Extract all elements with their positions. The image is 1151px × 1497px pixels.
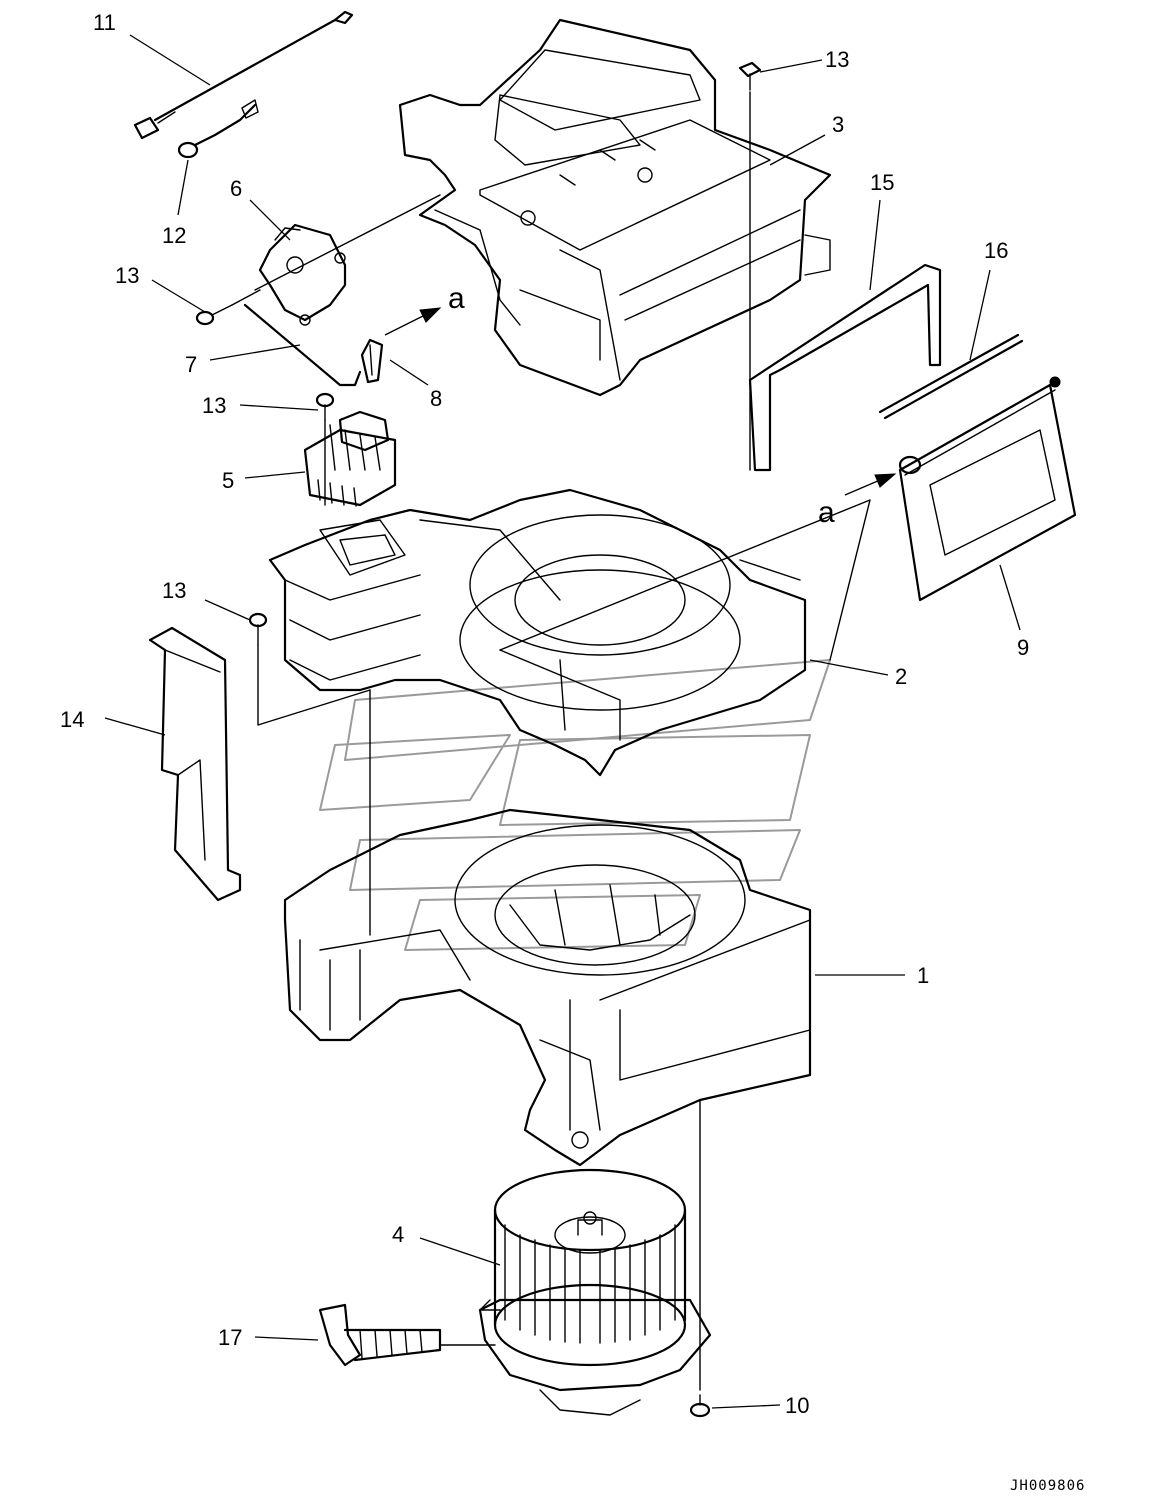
part-15-seal (748, 263, 942, 472)
callout-13: 13 (115, 263, 139, 288)
callout-8: 8 (430, 386, 442, 411)
part-16-rod (878, 333, 1024, 420)
callout-13: 13 (825, 47, 849, 72)
part-9-filter (898, 376, 1077, 602)
screw-icon (248, 612, 268, 646)
callout-1: 1 (917, 963, 929, 988)
part-1-lower-case (283, 808, 812, 1167)
callout-9: 9 (1017, 635, 1029, 660)
watermark-logo (319, 659, 831, 951)
leader-lines (104, 34, 1021, 1409)
callout-3: 3 (832, 112, 844, 137)
reference-arrow-lower (844, 473, 897, 496)
screw-icon (195, 304, 233, 326)
part-11-sensor-wire (133, 10, 354, 140)
callout-13: 13 (202, 393, 226, 418)
reference-letter-a-lower: a (818, 496, 835, 529)
assembly-lines (231, 91, 871, 1391)
part-4-blower-motor (478, 1168, 712, 1416)
callout-6: 6 (230, 176, 242, 201)
callout-4: 4 (392, 1222, 404, 1247)
callout-7: 7 (185, 352, 197, 377)
callout-5: 5 (222, 468, 234, 493)
part-8-clip (360, 338, 384, 384)
part-7-rod (243, 303, 362, 387)
callout-labels: 11 12 6 13 7 8 13 5 13 14 13 3 15 16 9 2… (60, 10, 1029, 1418)
part-14-seal (148, 626, 242, 902)
reference-arrow-upper (384, 307, 442, 336)
callout-17: 17 (218, 1325, 242, 1350)
callout-13: 13 (162, 578, 186, 603)
callout-2: 2 (895, 664, 907, 689)
part-6-actuator (258, 223, 347, 326)
reference-letter-a-upper: a (448, 282, 465, 315)
part-3-upper-case (398, 18, 832, 397)
drawing-code: JH009806 (1010, 1478, 1085, 1494)
part-12-sensor (177, 99, 259, 159)
part-17-hose (318, 1303, 442, 1367)
part-5-resistor (303, 410, 397, 507)
screw-icon (315, 392, 335, 421)
callout-16: 16 (984, 238, 1008, 263)
callout-15: 15 (870, 170, 894, 195)
callout-11: 11 (93, 10, 116, 35)
part-2-middle-case (268, 488, 807, 777)
screw-icon (738, 61, 762, 91)
screw-icon (689, 1394, 711, 1418)
callout-14: 14 (60, 707, 84, 732)
callout-10: 10 (785, 1393, 809, 1418)
callout-12: 12 (162, 223, 186, 248)
